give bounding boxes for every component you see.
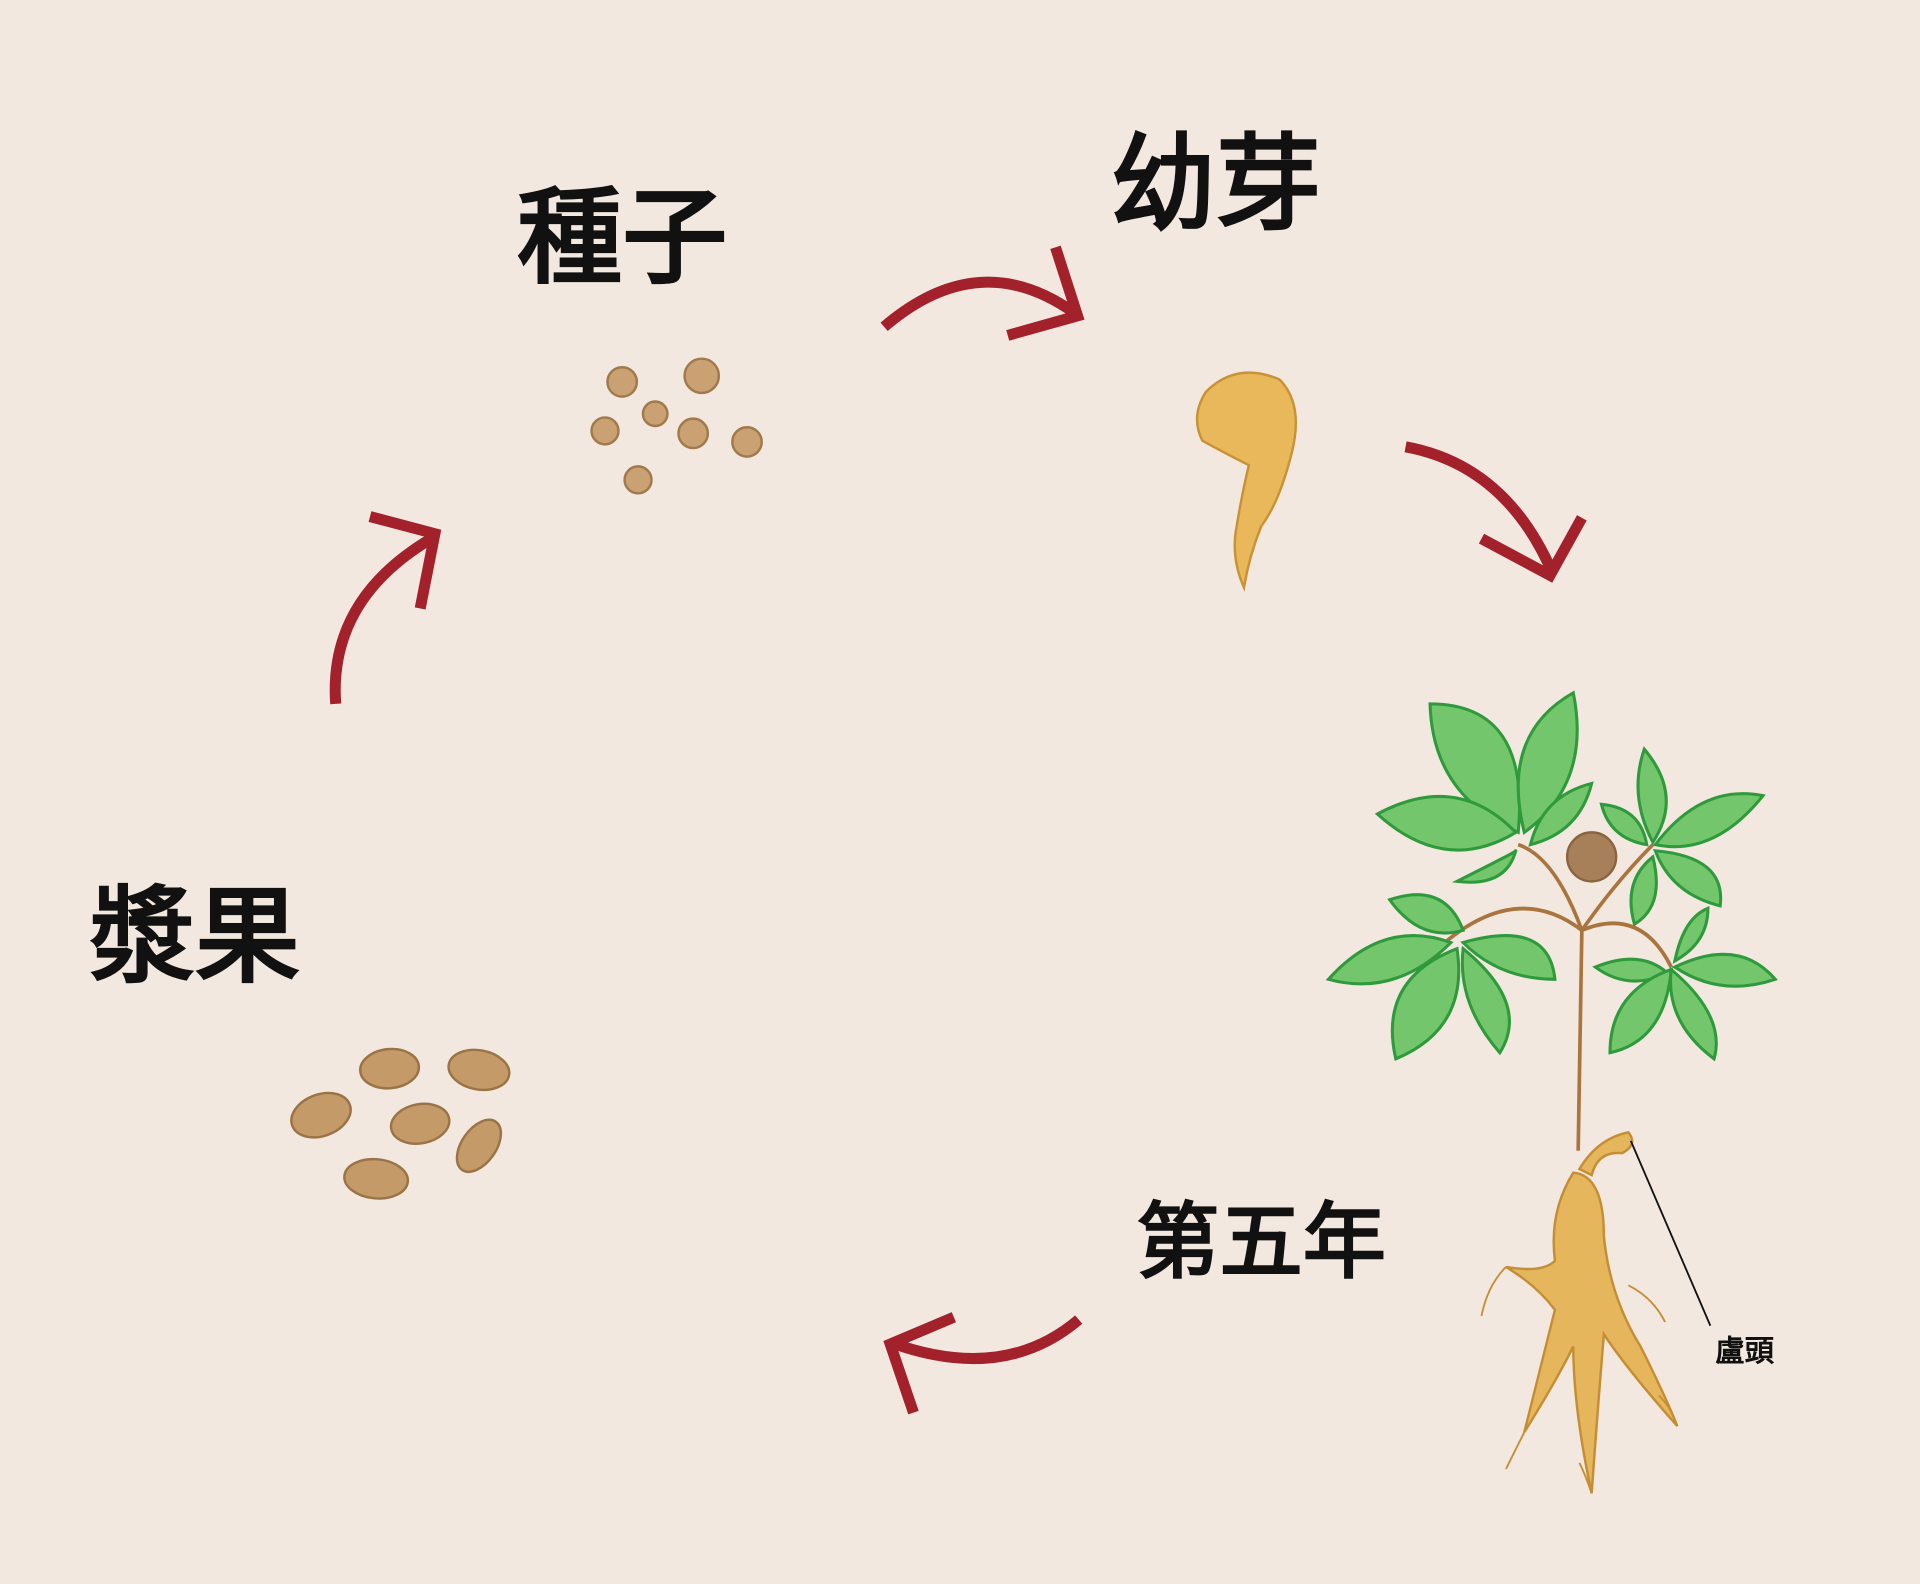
arrow-berry-to-seed [329,511,442,705]
arrow-plant-to-berry [883,1312,1083,1415]
seeds-illustration [590,357,763,495]
plant-leaves [1325,690,1778,1062]
label-berry: 漿果 [90,874,301,998]
sprout-illustration [1195,371,1297,592]
label-fifth-year: 第五年 [1136,1193,1386,1291]
ginseng-root [1505,1171,1679,1494]
berry-cluster [1565,831,1618,883]
label-seed: 種子 [517,175,728,299]
label-sprout: 幼芽 [1111,121,1322,245]
label-rhizome-head: 盧頭 [1715,1333,1774,1368]
arrow-sprout-to-plant [1404,441,1587,583]
rhizome-head-pointer [1629,1140,1712,1327]
plant-stems [1443,842,1673,1151]
cycle-arrows [329,245,1587,1415]
arrow-seed-to-sprout [880,245,1085,341]
ginseng-plant-illustration [1325,690,1778,1494]
berries-illustration [290,1047,511,1200]
root-hairs [1480,1266,1679,1494]
